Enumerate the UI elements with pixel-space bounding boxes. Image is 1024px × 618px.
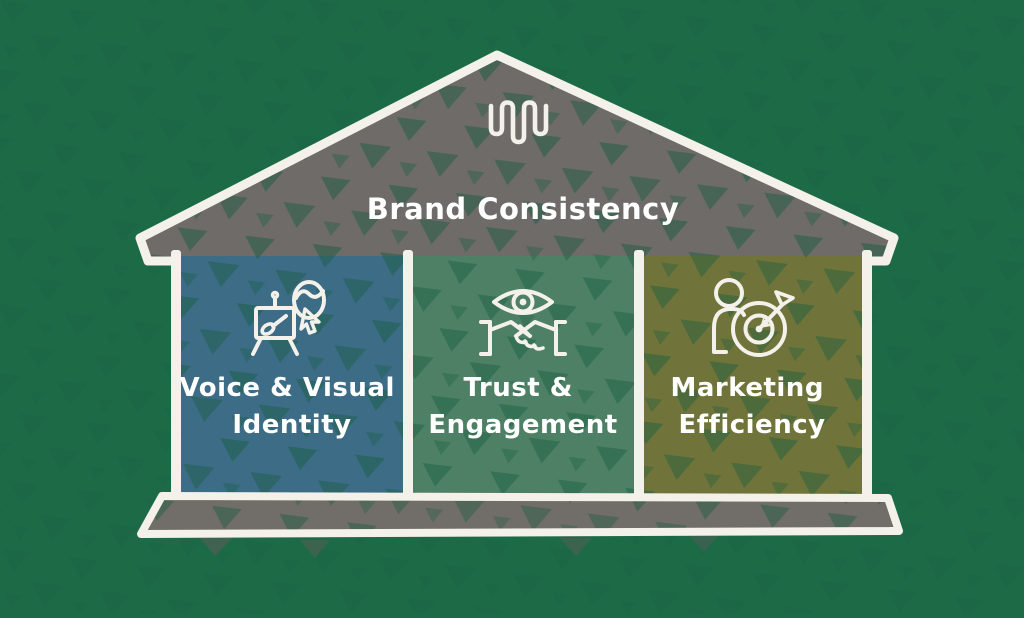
roof-title: Brand Consistency bbox=[367, 192, 680, 226]
eye-pupil bbox=[519, 298, 527, 306]
base-chalk-texture bbox=[141, 496, 899, 534]
eye-handshake-icon bbox=[479, 289, 567, 356]
chalk-dust bbox=[300, 540, 330, 558]
pillar-label-voice-visual-identity: Voice & Visual Identity bbox=[180, 373, 405, 440]
pillar-label-line: Efficiency bbox=[678, 410, 825, 440]
column-line-divider-2 bbox=[634, 250, 644, 498]
pillar-3-chalk-texture bbox=[644, 256, 862, 498]
roof-chalk-texture bbox=[140, 55, 894, 261]
base-outline bbox=[137, 492, 903, 538]
pillar-label-line: Identity bbox=[232, 410, 351, 440]
arrow-fletching bbox=[774, 290, 795, 307]
person-target-arrow-icon bbox=[712, 278, 795, 357]
column-line-right bbox=[862, 250, 872, 498]
pillar-label-line: Trust & bbox=[464, 373, 573, 403]
pillar-2-chalk-texture bbox=[413, 256, 634, 498]
column-line-left bbox=[171, 250, 181, 498]
pillars bbox=[181, 256, 862, 498]
chalk-dust bbox=[560, 538, 592, 556]
wave-logo-icon bbox=[488, 100, 549, 145]
pillar-1-chalk-texture bbox=[181, 256, 403, 498]
pillar-label-line: Voice & Visual bbox=[180, 373, 395, 403]
target-outer-ring bbox=[731, 301, 787, 357]
pillar-label-marketing-efficiency: Marketing Efficiency bbox=[671, 373, 834, 440]
pillar-label-line: Engagement bbox=[428, 410, 617, 440]
roof: Brand Consistency bbox=[135, 50, 899, 266]
arrowhead bbox=[760, 318, 771, 328]
base bbox=[137, 492, 903, 558]
pillar-label-line: Marketing bbox=[671, 373, 824, 403]
column-line-divider-1 bbox=[403, 250, 413, 498]
chalk-dust bbox=[690, 536, 718, 552]
pillar-label-trust-engagement: Trust & Engagement bbox=[428, 373, 617, 440]
handshake bbox=[479, 320, 567, 356]
chalk-dust bbox=[200, 538, 232, 556]
column-lines bbox=[171, 250, 872, 498]
cursor-arrow-icon bbox=[299, 307, 321, 335]
easel-paintbrush-cursor-icon bbox=[251, 280, 326, 356]
